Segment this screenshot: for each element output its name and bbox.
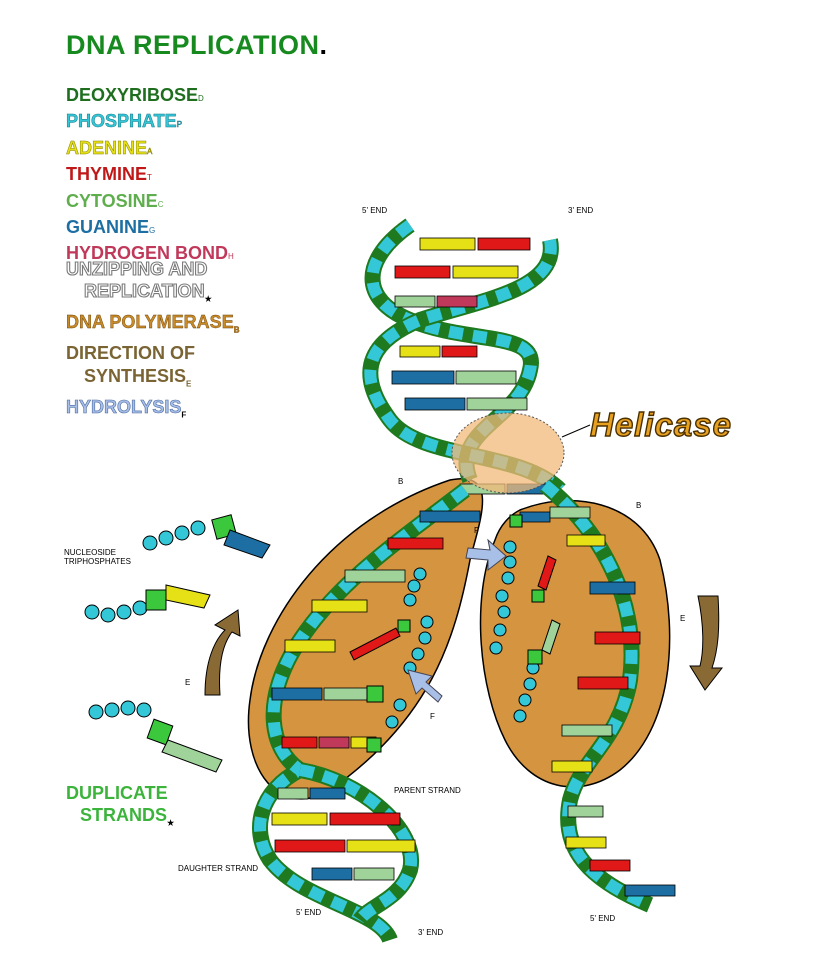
- legend-synthesis: SYNTHESISE: [84, 365, 192, 389]
- b-left-label: B: [398, 477, 404, 486]
- legend-hydrolysis: HYDROLYSISF: [66, 396, 187, 420]
- f-bottom-label: F: [430, 712, 435, 721]
- b-right-label: B: [636, 501, 642, 510]
- legend-replication: REPLICATION★: [83, 281, 212, 304]
- free-nucleotides: [84, 514, 271, 773]
- legend-deoxyribose: DEOXYRIBOSED: [66, 85, 204, 105]
- hydrolysis-arrow-top: [465, 538, 507, 572]
- e-right-label: E: [680, 614, 686, 623]
- legend-process: UNZIPPING AND REPLICATION★ DNA POLYMERAS…: [65, 258, 240, 427]
- hydrolysis-arrow-bottom: [407, 669, 443, 703]
- three-end-bottom-left: 3' END: [418, 928, 444, 937]
- duplicate-strands-label: DUPLICATE STRANDS★: [66, 783, 175, 828]
- parent-strand-label: PARENT STRAND: [394, 786, 461, 795]
- legend: DEOXYRIBOSED PHOSPHATEP ADENINEA THYMINE…: [66, 84, 234, 269]
- e-left-label: E: [185, 678, 191, 687]
- legend-guanine: GUANINEG: [66, 217, 156, 238]
- legend-direction: DIRECTION OF: [66, 343, 195, 364]
- three-end-top: 3' END: [568, 206, 594, 215]
- f-top-label: F: [474, 526, 479, 535]
- page-title: DNA REPLICATION.: [66, 30, 328, 60]
- synthesis-arrow-left: [204, 609, 241, 696]
- daughter-strand-label: DAUGHTER STRAND: [178, 864, 259, 873]
- right-arm-strands: [519, 478, 676, 913]
- legend-hydrogen-bond: HYDROGEN BONDH: [66, 243, 234, 264]
- legend-polymerase: DNA POLYMERASEB: [66, 312, 240, 335]
- legend-phosphate: PHOSPHATEP: [66, 111, 183, 132]
- legend-thymine: THYMINET: [66, 164, 152, 185]
- helicase-label: Helicase: [589, 405, 732, 443]
- helicase-zone: [451, 412, 565, 494]
- incoming-nucleotides: [385, 540, 540, 729]
- legend-unzipping: UNZIPPING AND: [65, 258, 208, 279]
- five-end-bottom-left: 5' END: [296, 908, 322, 917]
- legend-adenine: ADENINEA: [66, 137, 153, 159]
- left-arm-strands: [252, 483, 481, 944]
- five-end-top: 5' END: [362, 206, 388, 215]
- synthesis-arrow-right: [689, 595, 724, 691]
- five-end-bottom-right: 5' END: [590, 914, 616, 923]
- legend-cytosine: CYTOSINEC: [66, 190, 164, 211]
